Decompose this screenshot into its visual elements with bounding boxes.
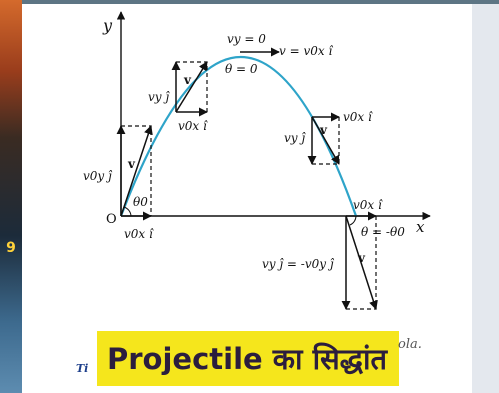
diagram-panel [22, 4, 472, 393]
start-v-label: v [127, 157, 136, 171]
right-edge-panel [472, 4, 499, 393]
left-video-strip [0, 0, 22, 393]
banner-title: Projectile का सिद्धांत [107, 342, 387, 376]
left-text-fragment: Ti [76, 362, 89, 375]
v-vector-start [120, 125, 153, 217]
top-v-label: v = v0x î [279, 44, 333, 58]
rising-dashed-box [176, 61, 208, 112]
start-v0x-label: v0x î [124, 227, 154, 241]
title-banner [97, 331, 399, 386]
end-v-label: v [357, 251, 366, 265]
end-v0x-label: v0x î [353, 198, 383, 212]
theta-end-arc [349, 215, 357, 226]
top-theta-label: θ = 0 [225, 62, 258, 76]
v-vector-rising [175, 61, 208, 113]
x-axis-label: x [416, 218, 425, 236]
rising-v0x-label: v0x î [178, 119, 208, 133]
end-theta-label: θ = -θ0 [361, 225, 405, 239]
v-vector-end [345, 215, 378, 310]
v-vector-falling [311, 116, 340, 165]
left-strip-fragment: 9 [6, 240, 16, 256]
falling-vy-label: vy ĵ [284, 131, 306, 145]
start-v0y-label: v0y ĵ [83, 169, 113, 183]
start-dashed-box [121, 125, 152, 216]
origin-label: O [106, 212, 117, 227]
end-vy-label: vy ĵ = -v0y ĵ [262, 257, 335, 271]
right-text-fragment: ola. [398, 337, 422, 352]
trajectory-curve [119, 55, 358, 217]
theta0-arc [123, 206, 132, 217]
falling-dashed-box [312, 117, 340, 165]
rising-v-label: v [183, 73, 192, 87]
end-dashed-box [346, 216, 377, 310]
top-vy-label: vy = 0 [227, 32, 266, 46]
y-axis-label: y [102, 16, 113, 35]
rising-vy-label: vy ĵ [148, 90, 170, 104]
falling-v-label: v [319, 123, 328, 137]
top-border [22, 0, 499, 4]
theta0-label: θ0 [133, 195, 148, 209]
falling-v0x-label: v0x î [343, 110, 373, 124]
